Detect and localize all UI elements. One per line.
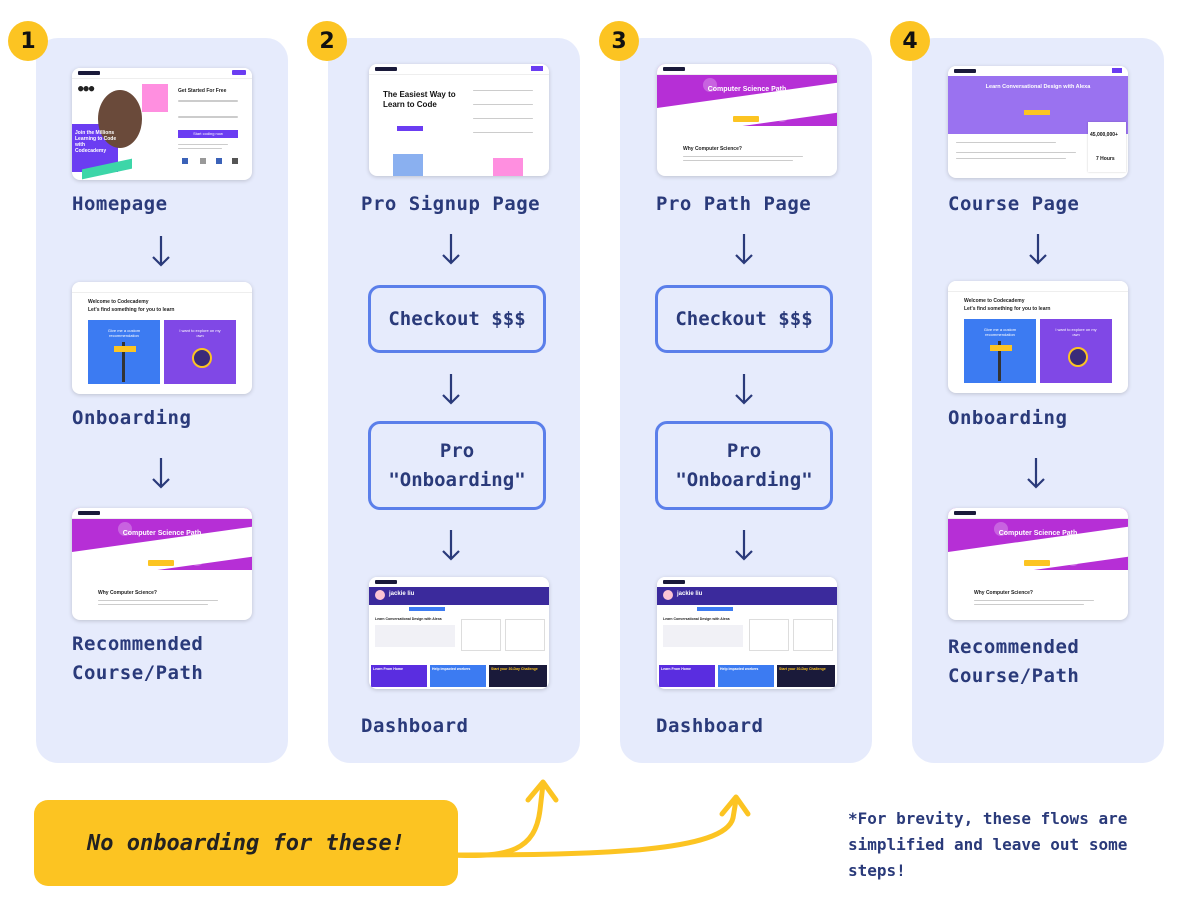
homepage-form-title: Get Started For Free xyxy=(178,88,226,94)
course-page-thumbnail: Learn Conversational Design with Alexa 4… xyxy=(948,66,1128,178)
cs-path-thumbnail: Computer Science Path Why Computer Scien… xyxy=(948,508,1128,620)
arrow-down-icon xyxy=(734,372,754,406)
dashboard-course: Learn Conversational Design with Alexa xyxy=(663,617,730,621)
step-label: Checkout $$$ xyxy=(388,305,525,334)
step-label: Recommended Course/Path xyxy=(72,630,203,688)
cs-path-title: Computer Science Path xyxy=(72,530,252,537)
step-label: Pro "Onboarding" xyxy=(388,437,525,495)
arrow-down-icon xyxy=(151,234,171,268)
flow-number-badge: 2 xyxy=(307,21,347,61)
dashboard-course: Learn Conversational Design with Alexa xyxy=(375,617,442,621)
step-label: Dashboard xyxy=(656,712,763,741)
dashboard-tile-1: Learn From Home xyxy=(659,665,715,687)
cs-path-title: Computer Science Path xyxy=(657,86,837,93)
pro-signup-thumbnail: The Easiest Way to Learn to Code xyxy=(369,64,549,176)
dashboard-tile-3: Start your 30-Day Challenge xyxy=(489,665,547,687)
step-label: Onboarding xyxy=(72,404,191,433)
curved-arrow-icon xyxy=(440,770,770,870)
cs-path-why: Why Computer Science? xyxy=(98,590,157,596)
arrow-down-icon xyxy=(734,232,754,266)
homepage-headline: Join the Millions Learning to Code with … xyxy=(75,130,117,154)
step-label: Homepage xyxy=(72,190,168,219)
flow-number-badge: 3 xyxy=(599,21,639,61)
dashboard-thumbnail: jackie liu Learn Conversational Design w… xyxy=(657,577,837,689)
cs-path-title: Computer Science Path xyxy=(948,530,1128,537)
course-page-stat: 45,000,000+ xyxy=(1090,132,1118,138)
step-label: Checkout $$$ xyxy=(675,305,812,334)
homepage-form-button: Start coding now xyxy=(178,130,238,138)
onboarding-card-1-label: Give me a custom recommendation xyxy=(978,327,1022,337)
pro-signup-title: The Easiest Way to Learn to Code xyxy=(383,90,463,110)
homepage-thumbnail: Join the Millions Learning to Code with … xyxy=(72,68,252,180)
arrow-down-icon xyxy=(441,232,461,266)
course-page-title: Learn Conversational Design with Alexa xyxy=(948,84,1128,90)
cs-path-thumbnail: Computer Science Path Why Computer Scien… xyxy=(72,508,252,620)
pro-onboarding-step-box: Pro "Onboarding" xyxy=(368,421,546,510)
arrow-down-icon xyxy=(151,456,171,490)
dashboard-tile-2: Help impacted workers xyxy=(718,665,774,687)
checkout-step-box: Checkout $$$ xyxy=(655,285,833,353)
dashboard-user: jackie liu xyxy=(389,591,414,597)
dashboard-tile-1: Learn From Home xyxy=(371,665,427,687)
arrow-down-icon xyxy=(1028,232,1048,266)
footnote: *For brevity, these flows are simplified… xyxy=(848,806,1127,884)
dashboard-thumbnail: jackie liu Learn Conversational Design w… xyxy=(369,577,549,689)
onboarding-card-1-label: Give me a custom recommendation xyxy=(102,328,146,338)
arrow-down-icon xyxy=(1026,456,1046,490)
arrow-down-icon xyxy=(734,528,754,562)
flow-number-badge: 4 xyxy=(890,21,930,61)
no-onboarding-callout: No onboarding for these! xyxy=(34,800,458,886)
pro-onboarding-step-box: Pro "Onboarding" xyxy=(655,421,833,510)
onboarding-thumbnail: Welcome to Codecademy Let's find somethi… xyxy=(72,282,252,394)
onboarding-card-2-label: I want to explore on my own xyxy=(1054,327,1098,337)
step-label: Pro Signup Page xyxy=(361,190,540,219)
step-label: Pro Path Page xyxy=(656,190,811,219)
onboarding-title: Welcome to Codecademy Let's find somethi… xyxy=(964,297,1050,313)
dots-icon: ●●● xyxy=(78,84,94,94)
course-page-hours: 7 Hours xyxy=(1096,156,1115,162)
cs-path-thumbnail: Computer Science Path Why Computer Scien… xyxy=(657,64,837,176)
cs-path-why: Why Computer Science? xyxy=(683,146,742,152)
dashboard-tile-3: Start your 30-Day Challenge xyxy=(777,665,835,687)
onboarding-card-2-label: I want to explore on my own xyxy=(178,328,222,338)
step-label: Course Page xyxy=(948,190,1079,219)
checkout-step-box: Checkout $$$ xyxy=(368,285,546,353)
dashboard-tile-2: Help impacted workers xyxy=(430,665,486,687)
onboarding-thumbnail: Welcome to Codecademy Let's find somethi… xyxy=(948,281,1128,393)
dashboard-user: jackie liu xyxy=(677,591,702,597)
cs-path-why: Why Computer Science? xyxy=(974,590,1033,596)
arrow-down-icon xyxy=(441,372,461,406)
step-label: Onboarding xyxy=(948,404,1067,433)
arrow-down-icon xyxy=(441,528,461,562)
onboarding-title: Welcome to Codecademy Let's find somethi… xyxy=(88,298,174,314)
callout-text: No onboarding for these! xyxy=(87,831,405,856)
step-label: Dashboard xyxy=(361,712,468,741)
step-label: Pro "Onboarding" xyxy=(675,437,812,495)
step-label: Recommended Course/Path xyxy=(948,633,1079,691)
flow-number-badge: 1 xyxy=(8,21,48,61)
